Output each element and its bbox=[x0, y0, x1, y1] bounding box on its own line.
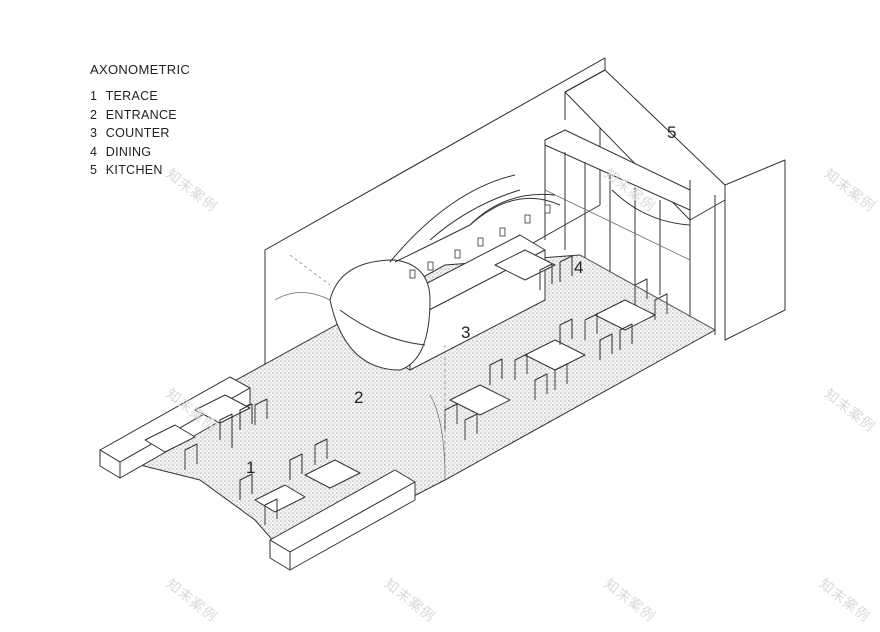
entrance-arch bbox=[274, 292, 446, 481]
legend-title: AXONOMETRIC bbox=[90, 62, 191, 77]
area-label-dining: 4 bbox=[574, 258, 584, 277]
legend-item-kitchen: 5 KITCHEN bbox=[90, 163, 163, 177]
kitchen-top-edge bbox=[564, 69, 606, 93]
legend-item-counter: 3 COUNTER bbox=[90, 126, 170, 140]
area-label-entrance: 2 bbox=[354, 388, 364, 407]
pendant-lights bbox=[409, 204, 551, 279]
legend-item-terrace: 1 TERACE bbox=[90, 89, 159, 103]
legend-item-entrance: 2 ENTRANCE bbox=[90, 107, 177, 122]
arch-dash bbox=[289, 254, 331, 286]
area-label-counter: 3 bbox=[461, 323, 471, 342]
chairs bbox=[184, 255, 668, 525]
area-label-kitchen: 5 bbox=[667, 123, 677, 142]
floor-edge bbox=[579, 254, 716, 331]
kitchen-right-wall bbox=[724, 159, 786, 341]
legend-item-dining: 4 DINING bbox=[90, 144, 152, 159]
legend: AXONOMETRIC 1 TERACE 2 ENTRANCE 3 COUNTE… bbox=[90, 62, 190, 180]
counter-block bbox=[329, 174, 561, 371]
area-label-terrace: 1 bbox=[246, 458, 256, 477]
kitchen-shelving bbox=[544, 129, 691, 295]
